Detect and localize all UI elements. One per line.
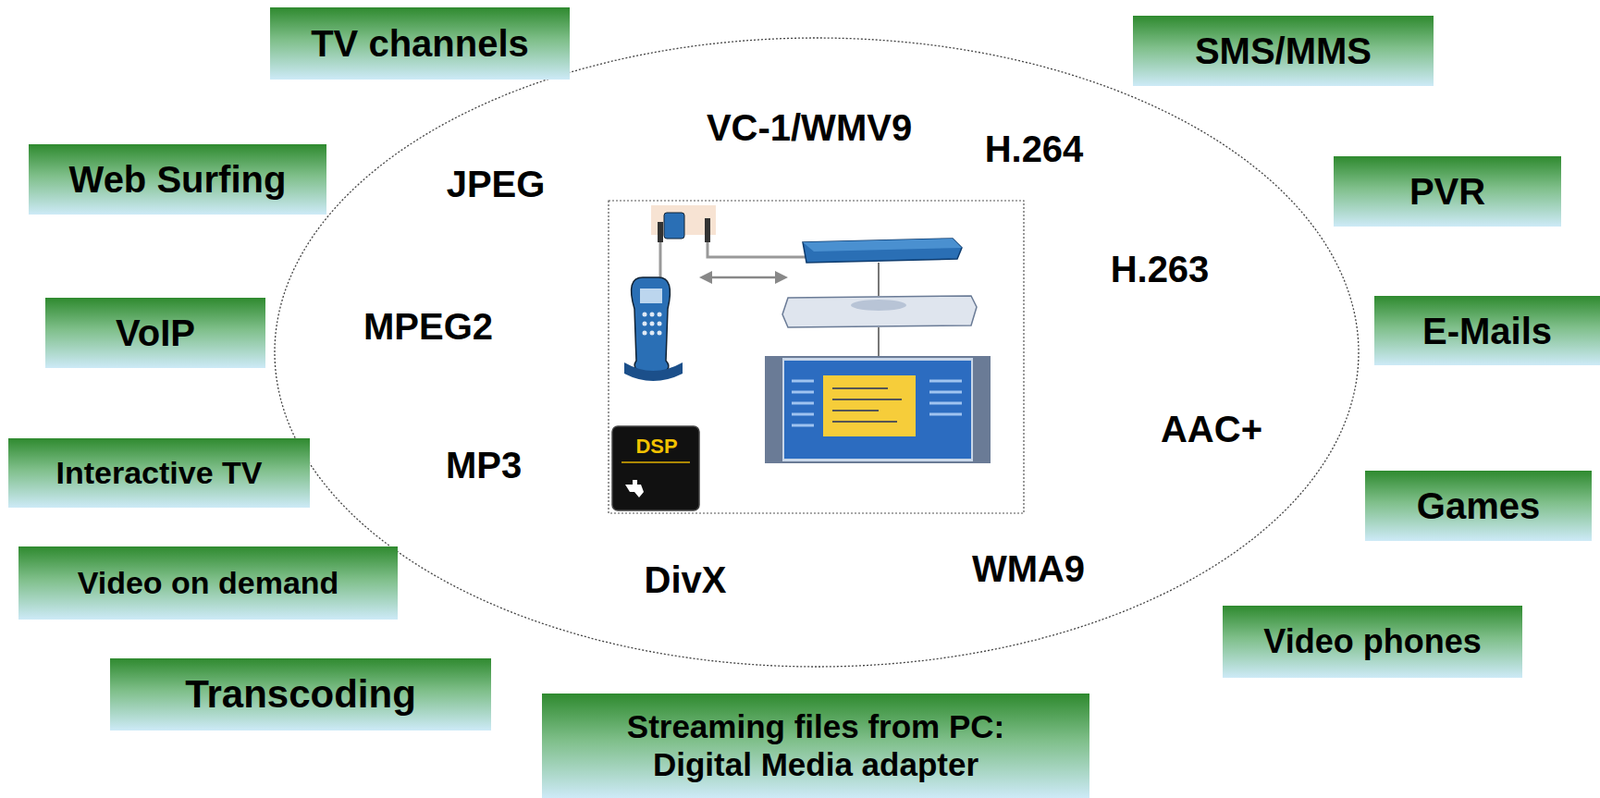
tv-frame <box>765 356 990 463</box>
codec-label: AAC+ <box>1160 408 1263 451</box>
set-top-box <box>782 295 977 328</box>
codec-ellipse: VC-1/WMV9H.264JPEG H.263MPEG2AAC+ MP3DivX W… <box>272 36 1361 669</box>
ti-logo <box>625 480 644 498</box>
box-button <box>850 299 907 311</box>
plug-pin <box>657 221 664 243</box>
codec-label: MPEG2 <box>363 306 493 348</box>
codec-label: JPEG <box>446 163 546 206</box>
feature-label: Video on demand <box>77 565 340 602</box>
feature-label: Streaming files from PC: Digital Media a… <box>588 708 1044 784</box>
feature-box: VoIP <box>45 297 266 369</box>
codec-label: VC-1/WMV9 <box>706 107 912 149</box>
tv-speaker <box>765 356 783 463</box>
codec-label: DivX <box>644 559 727 602</box>
adapter-plug <box>664 212 685 239</box>
phone-keys <box>642 312 663 336</box>
feature-box: PVR <box>1333 156 1562 227</box>
feature-box: TV channels <box>270 7 570 80</box>
feature-box: Video on demand <box>18 546 398 620</box>
tv-speaker <box>972 356 990 463</box>
feature-box: Video phones <box>1222 605 1523 678</box>
tv-text-lines <box>832 388 902 422</box>
feature-box: SMS/MMS <box>1132 15 1434 87</box>
feature-label: Video phones <box>1263 622 1481 661</box>
codec-label: WMA9 <box>972 548 1085 591</box>
feature-label: Games <box>1416 484 1540 528</box>
plug-pin <box>704 218 711 243</box>
feature-label: PVR <box>1409 170 1486 213</box>
feature-label: SMS/MMS <box>1194 29 1372 73</box>
feature-label: VoIP <box>115 311 196 355</box>
tv-screen <box>784 360 972 459</box>
tv-window <box>823 375 916 437</box>
illustration-frame <box>608 200 1024 514</box>
feature-box: Streaming files from PC: Digital Media a… <box>541 693 1090 798</box>
cable <box>877 327 880 357</box>
cable <box>877 262 880 296</box>
feature-label: Transcoding <box>184 672 417 717</box>
chip-label: DSP <box>635 434 677 459</box>
codec-label: H.264 <box>984 128 1084 171</box>
codec-label: H.263 <box>1110 248 1210 291</box>
feature-label: E-Mails <box>1422 309 1552 353</box>
feature-label: Interactive TV <box>56 455 263 492</box>
feature-box: Transcoding <box>110 658 492 731</box>
arrow-heads <box>699 270 788 284</box>
feature-box: Interactive TV <box>8 438 310 508</box>
phone-display <box>640 288 663 304</box>
feature-label: Web Surfing <box>69 158 287 201</box>
cable <box>660 242 824 278</box>
codec-label: MP3 <box>445 444 522 487</box>
cordless-phone <box>631 277 671 374</box>
chip-rule <box>621 461 690 464</box>
modem-top <box>802 238 962 252</box>
modem <box>802 238 962 263</box>
tv-menu <box>791 381 962 426</box>
double-arrow <box>708 276 779 280</box>
feature-box: E-Mails <box>1374 295 1600 366</box>
feature-box: Web Surfing <box>28 144 327 215</box>
dsp-chip <box>612 426 700 511</box>
feature-box: Games <box>1365 470 1592 542</box>
feature-label: TV channels <box>310 22 530 65</box>
phone-base <box>624 362 683 382</box>
